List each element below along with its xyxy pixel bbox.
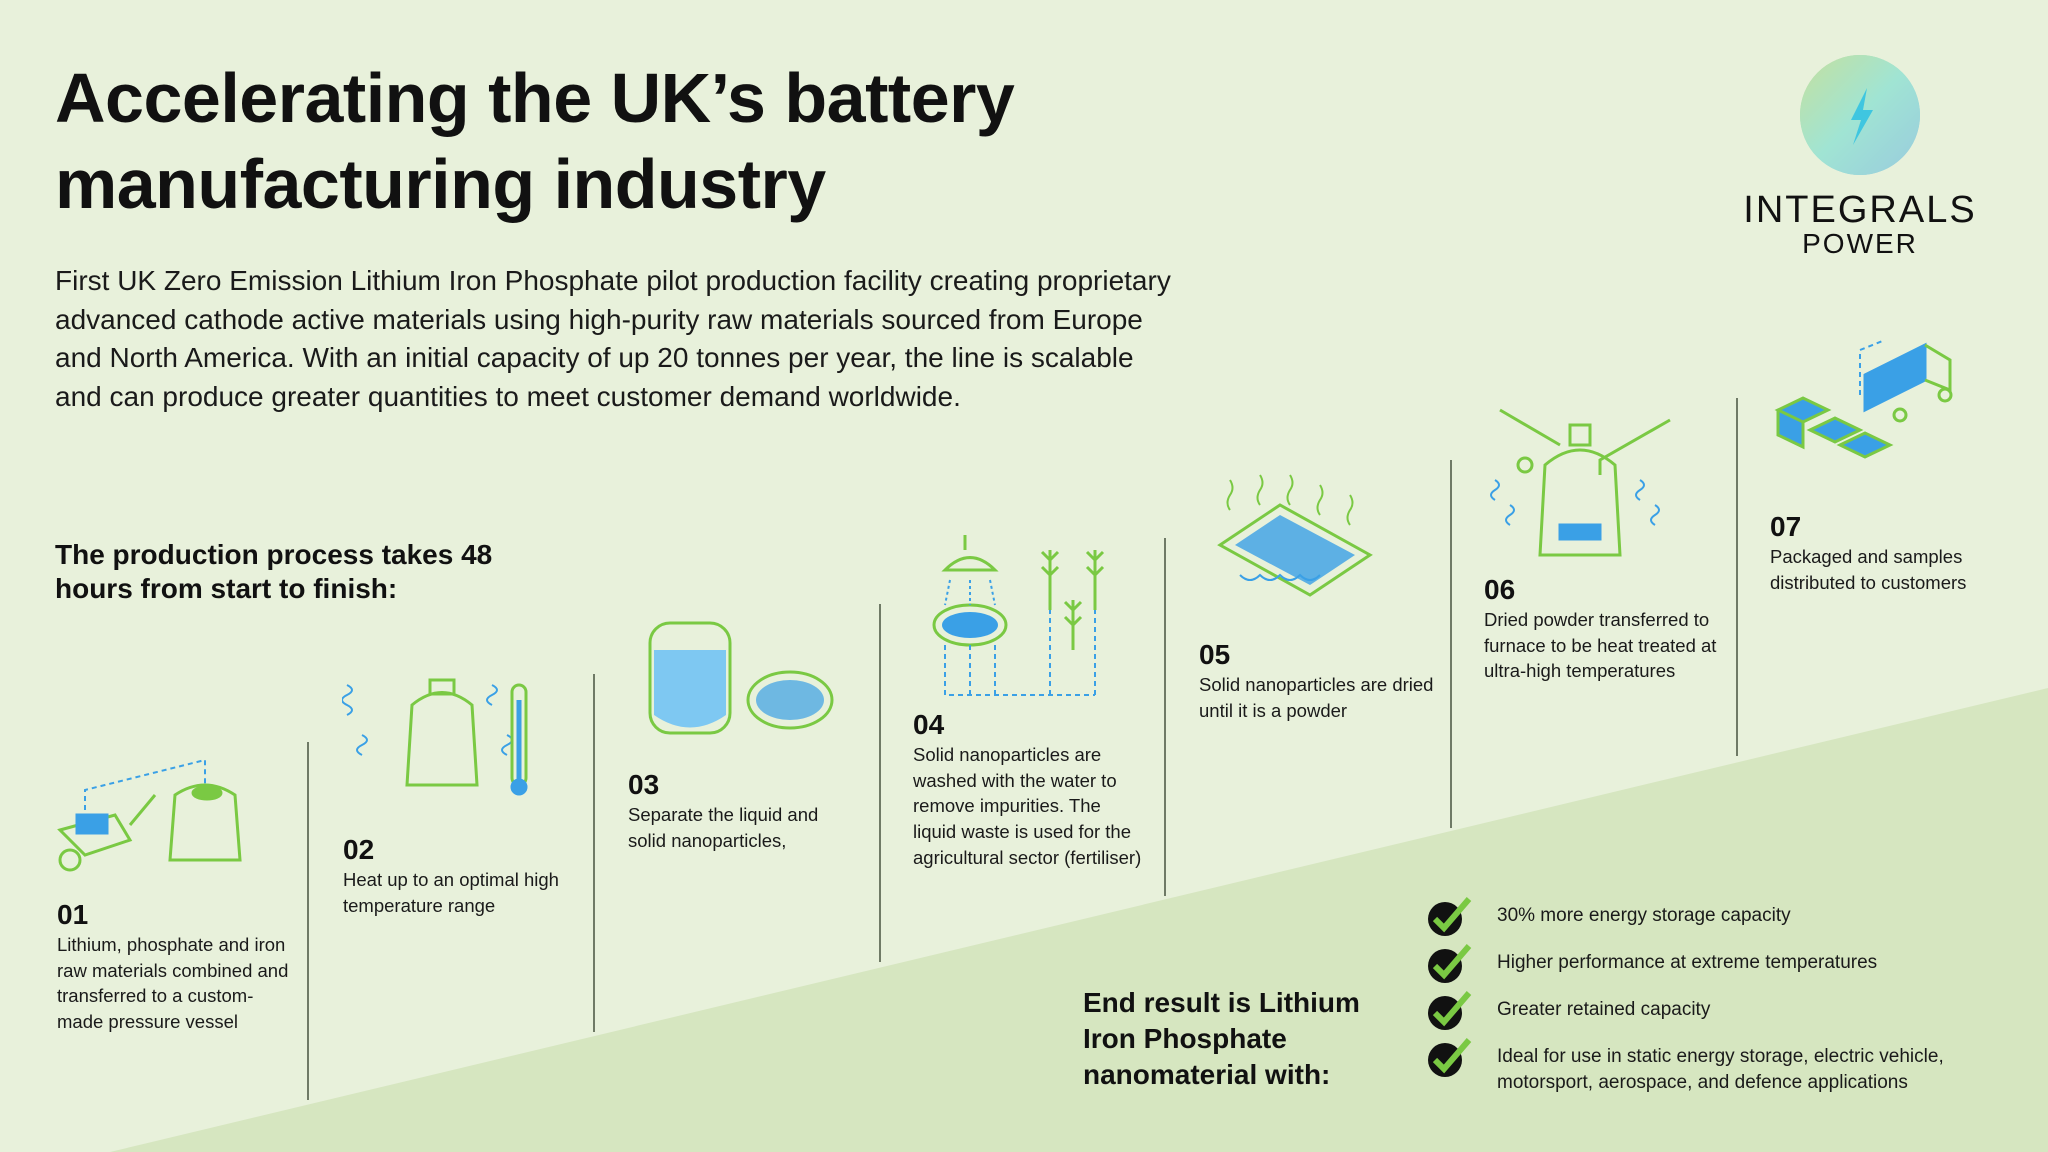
step-description: Separate the liquid and solid nanopartic…: [628, 804, 819, 851]
step-description: Lithium, phosphate and iron raw material…: [57, 934, 289, 1033]
step-number: 04: [913, 709, 945, 740]
step-description: Heat up to an optimal high temperature r…: [343, 869, 559, 916]
step-divider: [879, 604, 881, 962]
step-04: 04 Solid nanoparticles are washed with t…: [913, 708, 1183, 871]
wheelbarrow-vessel-icon: [57, 758, 242, 872]
drying-tray-icon: [1217, 474, 1373, 597]
step-number: 03: [628, 769, 660, 800]
page-title: Accelerating the UK’s battery manufactur…: [55, 55, 1455, 227]
logo-word-power: POWER: [1802, 228, 1918, 259]
step-description: Packaged and samples distributed to cust…: [1770, 546, 1967, 593]
step-number: 07: [1770, 511, 1802, 542]
benefit-text: 30% more energy storage capacity: [1497, 905, 1791, 926]
boxes-truck-icon: [1774, 339, 1953, 459]
checkmark-icon: [1428, 1038, 1472, 1077]
heated-vessel-thermometer-icon: [342, 678, 528, 796]
benefit-item: 30% more energy storage capacity: [1425, 895, 1791, 937]
step-description: Solid nanoparticles are dried until it i…: [1199, 674, 1434, 721]
step-number: 02: [343, 834, 375, 865]
beaker-dish-icon: [648, 621, 834, 735]
intro-paragraph: First UK Zero Emission Lithium Iron Phos…: [55, 265, 1171, 412]
step-number: 05: [1199, 639, 1231, 670]
step-divider: [307, 742, 309, 1100]
checkmark-icon: [1428, 991, 1472, 1030]
step-03: 03 Separate the liquid and solid nanopar…: [628, 768, 898, 853]
step-07: 07 Packaged and samples distributed to c…: [1770, 510, 2040, 595]
checkmark-icon: [1428, 944, 1472, 983]
benefit-text: Greater retained capacity: [1497, 999, 1711, 1020]
step-01: 01 Lithium, phosphate and iron raw mater…: [57, 898, 327, 1035]
step-divider: [1450, 460, 1452, 828]
step-number: 01: [57, 899, 89, 930]
step-divider: [1736, 398, 1738, 756]
page-title-text: Accelerating the UK’s battery manufactur…: [55, 59, 1015, 223]
step-number: 06: [1484, 574, 1516, 605]
step-06: 06 Dried powder transferred to furnace t…: [1484, 573, 1754, 684]
globe-bolt-icon: [1800, 55, 1920, 175]
furnace-icon: [1490, 408, 1671, 557]
benefit-item: Ideal for use in static energy storage, …: [1425, 1036, 2017, 1096]
step-divider: [593, 674, 595, 1032]
step-description: Solid nanoparticles are washed with the …: [913, 744, 1142, 868]
lower-diagonal-band: [110, 688, 2048, 1152]
step-02: 02 Heat up to an optimal high temperatur…: [343, 833, 613, 918]
checkmark-icon: [1428, 897, 1472, 936]
process-heading: The production process takes 48 hours fr…: [55, 539, 493, 604]
benefit-item: Higher performance at extreme temperatur…: [1425, 942, 1877, 984]
step-divider: [1164, 538, 1166, 896]
logo-word-integrals: INTEGRALS: [1743, 189, 1977, 231]
benefit-item: Greater retained capacity: [1425, 989, 1710, 1031]
step-05: 05 Solid nanoparticles are dried until i…: [1199, 638, 1469, 723]
shower-wheat-icon: [932, 535, 1105, 696]
benefit-text: Higher performance at extreme temperatur…: [1497, 952, 1878, 973]
step-description: Dried powder transferred to furnace to b…: [1484, 609, 1717, 682]
benefit-text: Ideal for use in static energy storage, …: [1497, 1046, 1944, 1093]
end-result-heading: End result is Lithium Iron Phosphate nan…: [1083, 987, 1360, 1090]
integrals-power-logo: INTEGRALS POWER: [1710, 50, 2010, 258]
